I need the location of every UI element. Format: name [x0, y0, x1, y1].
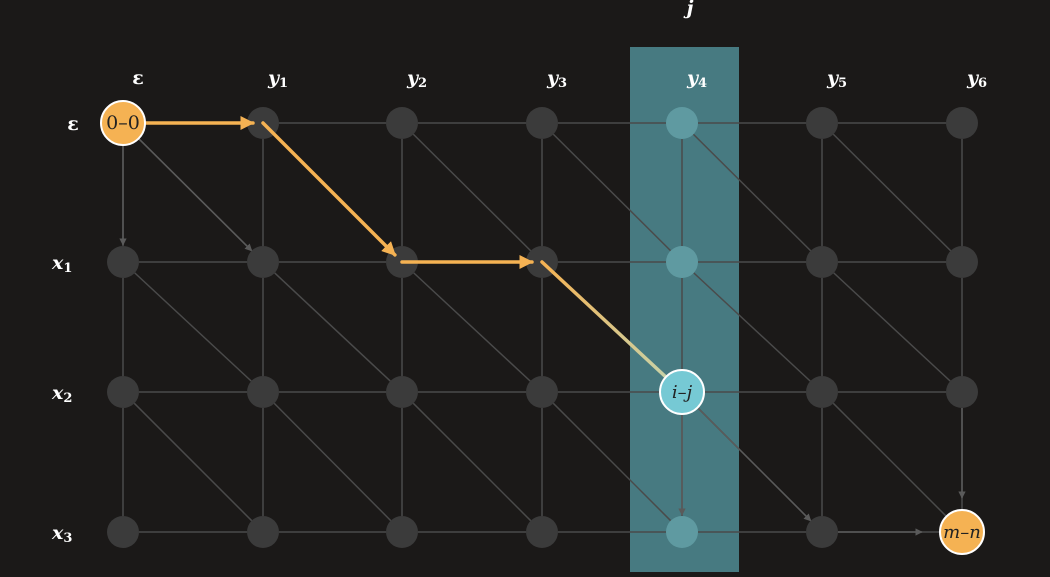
- lattice-node: [526, 376, 558, 408]
- lattice-node: [666, 246, 698, 278]
- start-node-label: 0–0: [106, 112, 140, 134]
- end-node-circle: [939, 509, 985, 555]
- column-header: y2: [406, 67, 427, 91]
- edge-diagonal: [552, 402, 672, 522]
- row-header: x1: [51, 252, 72, 276]
- edge-diagonal: [832, 402, 952, 522]
- edge-diagonal: [552, 133, 672, 252]
- column-header: y5: [826, 67, 847, 91]
- start-node-circle: [100, 100, 146, 146]
- lattice-node: [386, 376, 418, 408]
- row-header: x2: [51, 382, 72, 406]
- lattice-node: [806, 376, 838, 408]
- column-header: y1: [267, 67, 288, 91]
- edge-diagonal: [412, 133, 532, 252]
- row-header: ε: [67, 113, 79, 135]
- edge-diagonal: [693, 272, 811, 382]
- lattice-node: [946, 376, 978, 408]
- current-node-circle: [659, 369, 705, 415]
- lattice-node: [526, 516, 558, 548]
- end-node-label: m–n: [943, 522, 981, 543]
- lattice-node: [386, 107, 418, 139]
- edge-diagonal: [133, 402, 253, 522]
- edge-diagonal: [412, 402, 532, 522]
- column-header: y6: [966, 67, 987, 91]
- alignment-path: [143, 116, 670, 381]
- path-step: [261, 121, 397, 257]
- lattice-node: [666, 516, 698, 548]
- lattice-node: [946, 107, 978, 139]
- lattice-node: [806, 107, 838, 139]
- edge-arrow: [692, 402, 812, 522]
- current-node-label: i–j: [672, 382, 693, 403]
- lattice-node: [107, 376, 139, 408]
- edge-diagonal: [274, 272, 391, 382]
- edge-diagonal: [273, 402, 392, 522]
- path-step: [540, 260, 670, 381]
- edge-diagonal: [833, 272, 951, 382]
- column-index-label: j: [683, 0, 694, 19]
- lattice-node: [247, 376, 279, 408]
- lattice-edges: [119, 122, 966, 536]
- edge-arrow: [133, 133, 253, 252]
- edge-diagonal: [832, 133, 952, 252]
- lattice-node: [806, 246, 838, 278]
- lattice-node: [386, 516, 418, 548]
- lattice-node: [107, 246, 139, 278]
- edge-diagonal: [413, 272, 531, 382]
- lattice-node: [946, 246, 978, 278]
- lattice-node: [247, 516, 279, 548]
- lattice-node: [806, 516, 838, 548]
- special-nodes: 0–0 i–j m–n: [100, 100, 985, 555]
- column-header: y3: [546, 67, 567, 91]
- edge-diagonal: [692, 133, 812, 252]
- lattice-node: [666, 107, 698, 139]
- edge-diagonal: [134, 272, 252, 382]
- lattice-node: [526, 107, 558, 139]
- column-header: ε: [132, 67, 144, 89]
- row-header: x3: [51, 522, 72, 546]
- lattice-node: [107, 516, 139, 548]
- lattice-node: [247, 246, 279, 278]
